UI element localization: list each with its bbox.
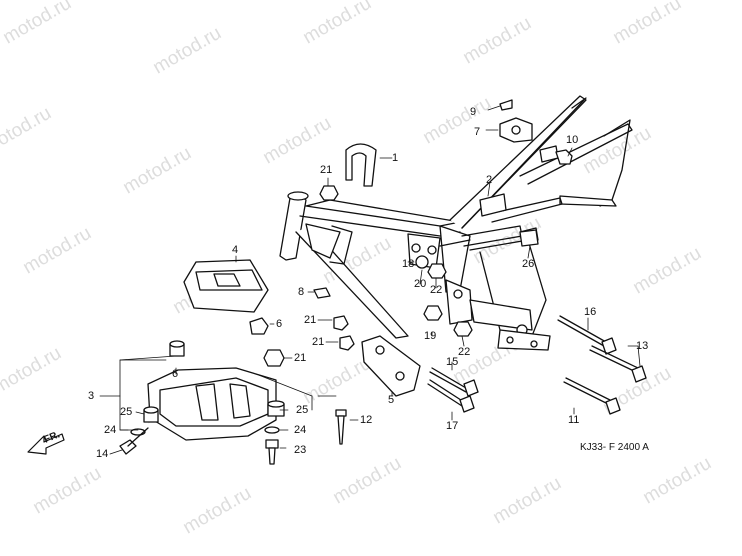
callout-21-d: 21 [294,352,307,364]
bolt-13 [589,345,647,383]
leader-lines [99,105,641,455]
callout-25-b: 25 [120,406,133,418]
bolt-11 [563,377,621,415]
callout-19: 19 [424,330,437,342]
callout-9: 9 [470,106,477,118]
main-frame [279,95,633,351]
callout-24-a: 24 [294,424,307,436]
collar-25-a [267,400,285,417]
callout-20: 20 [414,278,427,290]
callout-6-b: 6 [172,368,179,380]
nut-21-b [333,315,349,331]
callout-21-c: 21 [312,336,325,348]
part-4-plate [183,259,269,313]
part-1-clamp [345,143,377,187]
callout-5: 5 [388,394,395,406]
callout-24-b: 24 [104,424,117,436]
bolt-17 [427,379,475,413]
nut-22-b [453,321,473,337]
bolt-14 [119,427,149,455]
callout-22-b: 22 [458,346,471,358]
rubber-mount-6b [169,340,185,357]
part-26-sticker [519,229,539,247]
nut-22-a [427,263,447,279]
callout-26: 26 [522,258,535,270]
callout-8: 8 [298,286,305,298]
bolt-15 [429,367,479,397]
callout-7: 7 [474,126,481,138]
callout-21-a: 21 [320,164,333,176]
bolt-23 [265,439,279,465]
collar-25-b [143,406,159,423]
callout-1: 1 [392,152,399,164]
callout-17: 17 [446,420,459,432]
callout-10: 10 [566,134,579,146]
bolt-12 [335,409,347,445]
direction-arrow-icon [27,433,65,455]
callout-2: 2 [486,174,493,186]
washer-24-a [264,426,280,434]
callout-4: 4 [232,244,239,256]
part-5-bracket [361,335,421,397]
drawing-code: KJ33- F 2400 A [580,442,649,453]
rubber-mount-6a [249,317,269,335]
callout-21-b: 21 [304,314,317,326]
bolt-16 [557,315,617,355]
callout-15: 15 [446,356,459,368]
callout-22-a: 22 [430,284,443,296]
nut-21-c [339,335,355,351]
nut-21-d [263,349,285,367]
callout-16: 16 [584,306,597,318]
part-3-skid-plate [147,367,277,441]
nut-20 [415,255,429,269]
callout-23: 23 [294,444,307,456]
callout-12: 12 [360,414,373,426]
callout-25-a: 25 [296,404,309,416]
callout-18: 18 [402,258,415,270]
part-10-nut [555,149,573,165]
callout-14: 14 [96,448,109,460]
nut-19 [423,305,443,321]
nut-21-a [319,185,339,201]
part-8-sticker [313,287,331,299]
callout-11: 11 [568,414,580,426]
callout-13: 13 [636,340,649,352]
callout-6-a: 6 [276,318,283,330]
part-7-bracket [499,99,533,143]
callout-3: 3 [88,390,95,402]
